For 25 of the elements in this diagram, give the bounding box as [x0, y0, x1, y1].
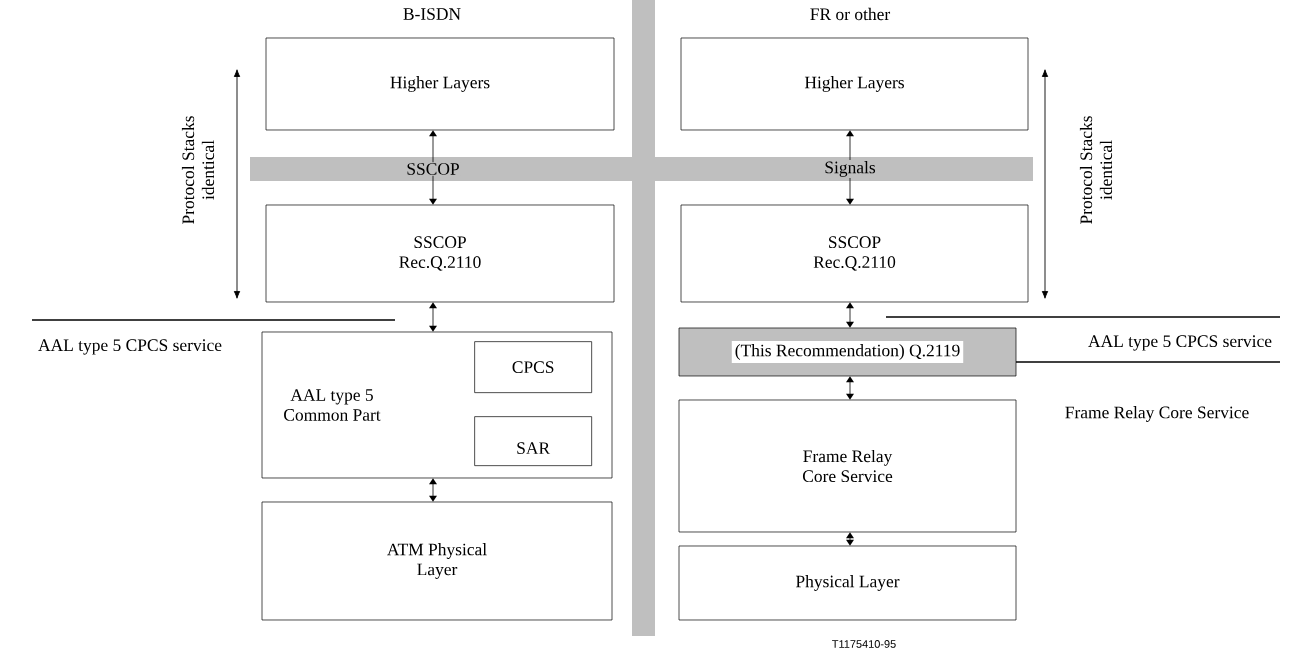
double-arrow [846, 376, 854, 400]
double-arrow [429, 302, 437, 332]
annotation: AAL type 5 CPCS service [1088, 335, 1272, 351]
layer-box: Higher Layers [680, 37, 1029, 131]
layer-box: SSCOP Rec.Q.2110 [265, 204, 615, 303]
double-arrow [429, 478, 437, 502]
annotation: Protocol Stacks identical [181, 116, 215, 224]
layer-box: SSCOP Rec.Q.2110 [680, 204, 1029, 303]
annotation: Protocol Stacks identical [1079, 116, 1113, 224]
layer-box: ATM Physical Layer [261, 501, 613, 621]
annotation: T1175410-95 [832, 640, 896, 648]
sublayer-box: SAR [474, 416, 592, 466]
sublayer-box: CPCS [474, 341, 592, 393]
annotation: AAL type 5 CPCS service [38, 339, 222, 355]
layer-box: Higher Layers [265, 37, 615, 131]
double-arrow [846, 532, 854, 546]
annotation: FR or other [810, 7, 891, 21]
layer-box: Frame Relay Core Service [678, 399, 1017, 533]
annotation: Frame Relay Core Service [1065, 406, 1249, 422]
edge-label: SSCOP [405, 162, 461, 176]
double-arrow [846, 302, 854, 328]
edge-label: Signals [823, 160, 877, 178]
layer-box: (This Recommendation) Q.2119 [678, 327, 1017, 377]
annotation: B-ISDN [403, 8, 461, 20]
layer-box: Physical Layer [678, 545, 1017, 621]
